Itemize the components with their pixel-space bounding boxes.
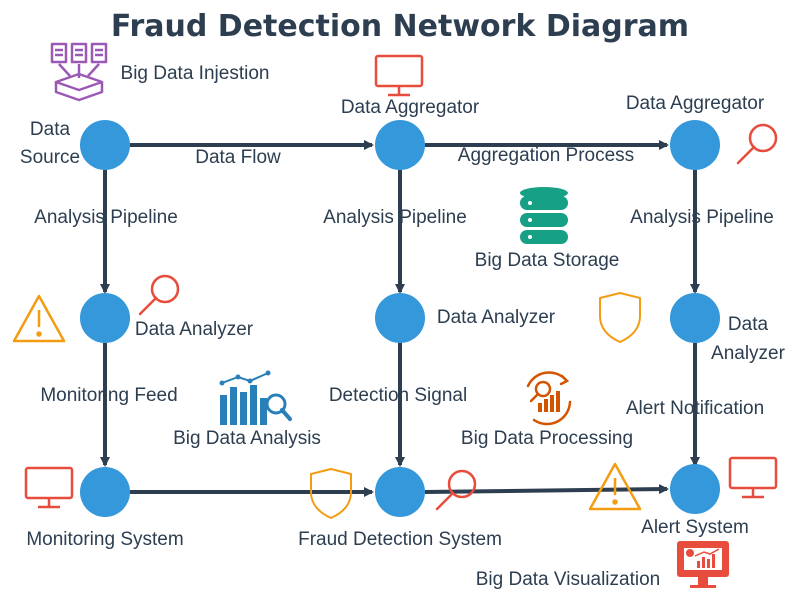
label-detection-signal: Detection Signal — [329, 385, 467, 406]
diagram-title: Fraud Detection Network Diagram — [111, 9, 689, 44]
label-big-data-processing: Big Data Processing — [461, 428, 633, 449]
warning-icon — [12, 294, 66, 343]
warning-icon — [588, 462, 642, 511]
node-data-source — [80, 120, 130, 170]
node-fraud-detection-system — [375, 467, 425, 517]
label-data-analyzer-3-line2: Analyzer — [711, 343, 786, 364]
node-alert-system — [670, 464, 720, 514]
node-data-aggregator-2 — [670, 120, 720, 170]
label-data-source-line2: Source — [20, 147, 80, 168]
magnifier-icon — [138, 274, 180, 316]
label-monitoring-system: Monitoring System — [26, 529, 183, 550]
label-analysis-pipeline-3: Analysis Pipeline — [630, 207, 774, 228]
label-alert-system: Alert System — [641, 517, 749, 538]
monitor-icon — [728, 456, 778, 499]
node-data-analyzer-2 — [375, 293, 425, 343]
node-data-aggregator-1 — [375, 120, 425, 170]
node-data-analyzer-3 — [670, 293, 720, 343]
shield-icon — [310, 468, 352, 519]
documents-ingestion-icon — [50, 42, 108, 102]
label-data-analyzer-3-line1: Data — [728, 314, 769, 335]
chart-magnifier-icon — [219, 370, 292, 425]
label-fraud-detection-system: Fraud Detection System — [298, 529, 502, 550]
dashboard-chart-icon — [677, 541, 729, 588]
label-analysis-pipeline-2: Analysis Pipeline — [323, 207, 467, 228]
label-monitoring-feed: Monitoring Feed — [40, 385, 177, 406]
label-data-analyzer-1: Data Analyzer — [135, 319, 254, 340]
label-data-analyzer-2: Data Analyzer — [437, 307, 556, 328]
label-data-source-line1: Data — [30, 119, 71, 140]
monitor-icon — [24, 466, 74, 509]
node-monitoring-system — [80, 467, 130, 517]
shield-icon — [599, 292, 641, 343]
label-aggregation-process: Aggregation Process — [458, 145, 634, 166]
edge-fraud-to-alert — [424, 484, 669, 495]
label-data-aggregator-2: Data Aggregator — [626, 93, 765, 114]
label-data-flow: Data Flow — [195, 147, 281, 168]
database-icon — [520, 187, 568, 244]
label-big-data-ingestion: Big Data Injestion — [121, 63, 270, 84]
magnifier-icon — [435, 469, 477, 511]
processing-chart-icon — [526, 371, 572, 426]
label-data-aggregator-1: Data Aggregator — [341, 97, 480, 118]
label-big-data-analysis: Big Data Analysis — [173, 428, 321, 449]
label-alert-notification: Alert Notification — [626, 398, 764, 419]
label-big-data-storage: Big Data Storage — [475, 250, 620, 271]
node-data-analyzer-1 — [80, 293, 130, 343]
label-big-data-visualization: Big Data Visualization — [476, 569, 660, 590]
label-analysis-pipeline-1: Analysis Pipeline — [34, 207, 178, 228]
monitor-icon — [374, 54, 424, 97]
magnifier-icon — [736, 123, 778, 165]
database-icon-dots — [528, 201, 532, 239]
